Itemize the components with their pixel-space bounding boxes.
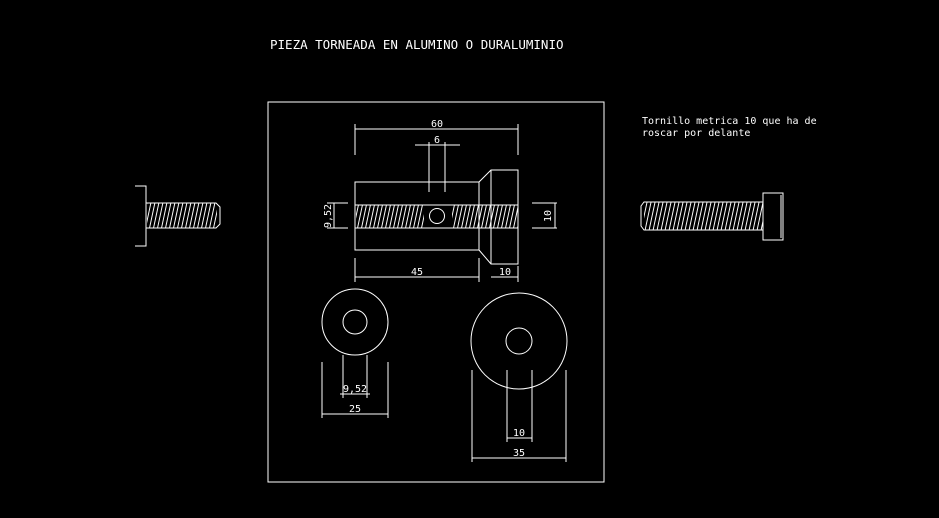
dim-small-outer: 25 (349, 404, 361, 415)
dim-6: 6 (434, 135, 440, 146)
drawing-title: PIEZA TORNEADA EN ALUMINO O DURALUMINIO (270, 37, 564, 52)
small-end-view (321, 288, 389, 418)
dim-9-52: 9,52 (323, 204, 334, 228)
dim-45: 45 (411, 267, 423, 278)
dimension-lines (327, 124, 557, 282)
dim-10-thread: 10 (543, 210, 554, 222)
part-side-view (354, 142, 519, 265)
note-line-2: roscar por delante (642, 128, 750, 139)
note-line-1: Tornillo metrica 10 que ha de (642, 116, 817, 127)
right-bolt (640, 192, 784, 241)
left-bolt (135, 185, 221, 247)
cross-hole (429, 208, 445, 224)
dim-large-outer: 35 (513, 448, 525, 459)
drawing-frame (267, 101, 605, 483)
dim-10-flange: 10 (499, 267, 511, 278)
dim-60: 60 (431, 119, 443, 130)
dim-small-bore: 9,52 (343, 384, 367, 395)
large-end-view (470, 292, 568, 462)
dim-large-bore: 10 (513, 428, 525, 439)
